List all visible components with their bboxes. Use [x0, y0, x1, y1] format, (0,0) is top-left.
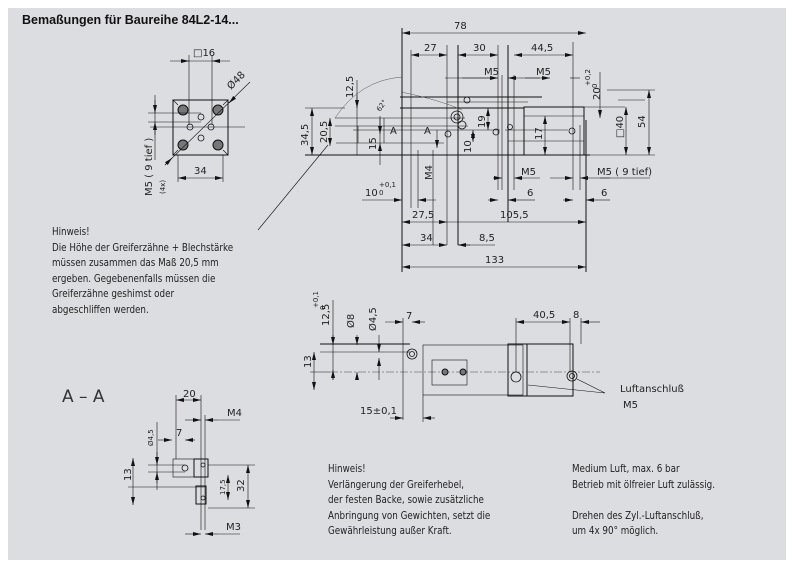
dim-12-5-sup: +0,1: [312, 291, 320, 308]
dim-10-tolerance-sub: 0: [379, 189, 383, 197]
dim-27-5: 27,5: [412, 210, 434, 221]
thread-m5-9-tief: M5 ( 9 tief): [597, 167, 652, 178]
dim-12-5: 12,5: [345, 76, 356, 98]
dim-34: 34: [420, 233, 433, 244]
screw-icon: [177, 139, 189, 151]
drawing-panel: [8, 8, 786, 560]
dim-diameter-8: Ø8: [345, 314, 357, 328]
dim-12-5-tolerance: 12,5: [321, 304, 332, 326]
screw-icon: [212, 139, 224, 151]
section-marker-a-left: A: [390, 126, 397, 137]
dim-54: 54: [637, 115, 648, 128]
dim-m4: M4: [424, 165, 435, 180]
section-dim-m4: M4: [227, 408, 242, 419]
dim-square-40: □40: [615, 116, 626, 138]
note-tooth-height: Hinweis! Die Höhe der Greiferzähne + Ble…: [52, 227, 234, 316]
section-aa: A – A 20 M4 Ø4,5 7 13 17,5 32: [62, 387, 255, 536]
section-dim-diameter-4-5: Ø4,5: [147, 429, 155, 446]
note-warranty: Hinweis! Verlängerung der Greiferhebel, …: [328, 464, 491, 537]
screw-icon: [212, 104, 224, 116]
dim-6-b: 6: [601, 188, 607, 199]
screw-icon: [177, 104, 189, 116]
section-dim-20: 20: [183, 389, 196, 400]
dim-m5-a: M5: [484, 67, 499, 78]
section-dim-32: 32: [236, 479, 247, 492]
dim-27: 27: [424, 43, 437, 54]
dim-15: 15: [368, 137, 379, 150]
dim-10-tolerance: 10: [365, 188, 378, 199]
dim-20-tolerance-sup: +0,2: [584, 69, 592, 86]
thread-label: M5 ( 9 tief ): [144, 138, 155, 196]
dim-8: 8: [573, 310, 579, 321]
dim-6-a: 6: [527, 188, 533, 199]
air-port-thread: M5: [623, 400, 638, 411]
dim-30: 30: [473, 43, 486, 54]
top-view-flange: □16 Ø48 34 M5 ( 9 tief ) (4x): [144, 48, 251, 196]
dim-17: 17: [534, 127, 545, 140]
dim-7: 7: [406, 311, 412, 322]
dim-19: 19: [477, 115, 488, 128]
dim-20-5: 20,5: [319, 121, 330, 143]
dim-44-5: 44,5: [531, 43, 553, 54]
section-aa-label: A – A: [62, 387, 105, 407]
dim-105-5: 105,5: [500, 210, 529, 221]
dim-34-5: 34,5: [300, 124, 311, 146]
dim-m5-lower: M5: [521, 167, 536, 178]
side-view: 78 27 30 44,5 M5 M5 12,5 62° 34,5 20,5 1: [257, 21, 655, 272]
dim-40-5: 40,5: [533, 310, 555, 321]
dim-12-5-sub: 0: [319, 306, 327, 310]
dim-diameter-48: Ø48: [225, 69, 248, 92]
dim-diameter-4-5: Ø4,5: [367, 307, 379, 331]
dim-15-tolerance: 15±0,1: [360, 406, 397, 417]
note-air-medium: Medium Luft, max. 6 bar Betrieb mit ölfr…: [572, 464, 715, 537]
dim-133: 133: [485, 255, 504, 266]
section-dim-m3: M3: [226, 522, 241, 533]
section-marker-a-right: A: [424, 126, 431, 137]
dim-width-34: 34: [194, 166, 207, 177]
dim-10: 10: [463, 140, 474, 153]
note-leader-line: [257, 144, 329, 231]
dim-m5-b: M5: [536, 67, 551, 78]
page-title: Bemaßungen für Baureihe 84L2-14...: [22, 13, 239, 27]
section-dim-17-5: 17,5: [219, 479, 227, 495]
section-dim-7: 7: [176, 428, 182, 439]
air-port-label: Luftanschluß: [620, 384, 684, 395]
dim-8-5: 8,5: [479, 233, 495, 244]
dim-20-tolerance-sub: 0: [591, 84, 599, 88]
dim-13: 13: [303, 355, 314, 368]
bottom-view: 12,5 +0,1 0 Ø8 Ø4,5 7 13 15±0,1 40,5 8 L: [303, 291, 684, 422]
dim-78: 78: [454, 21, 467, 32]
dim-square-16: □16: [193, 48, 215, 59]
section-dim-13: 13: [123, 468, 134, 481]
thread-count: (4x): [159, 180, 167, 194]
dim-20-tolerance: 20: [592, 87, 603, 100]
dim-10-tolerance-sup: +0,1: [379, 181, 396, 189]
dim-angle-62: 62°: [375, 98, 389, 113]
